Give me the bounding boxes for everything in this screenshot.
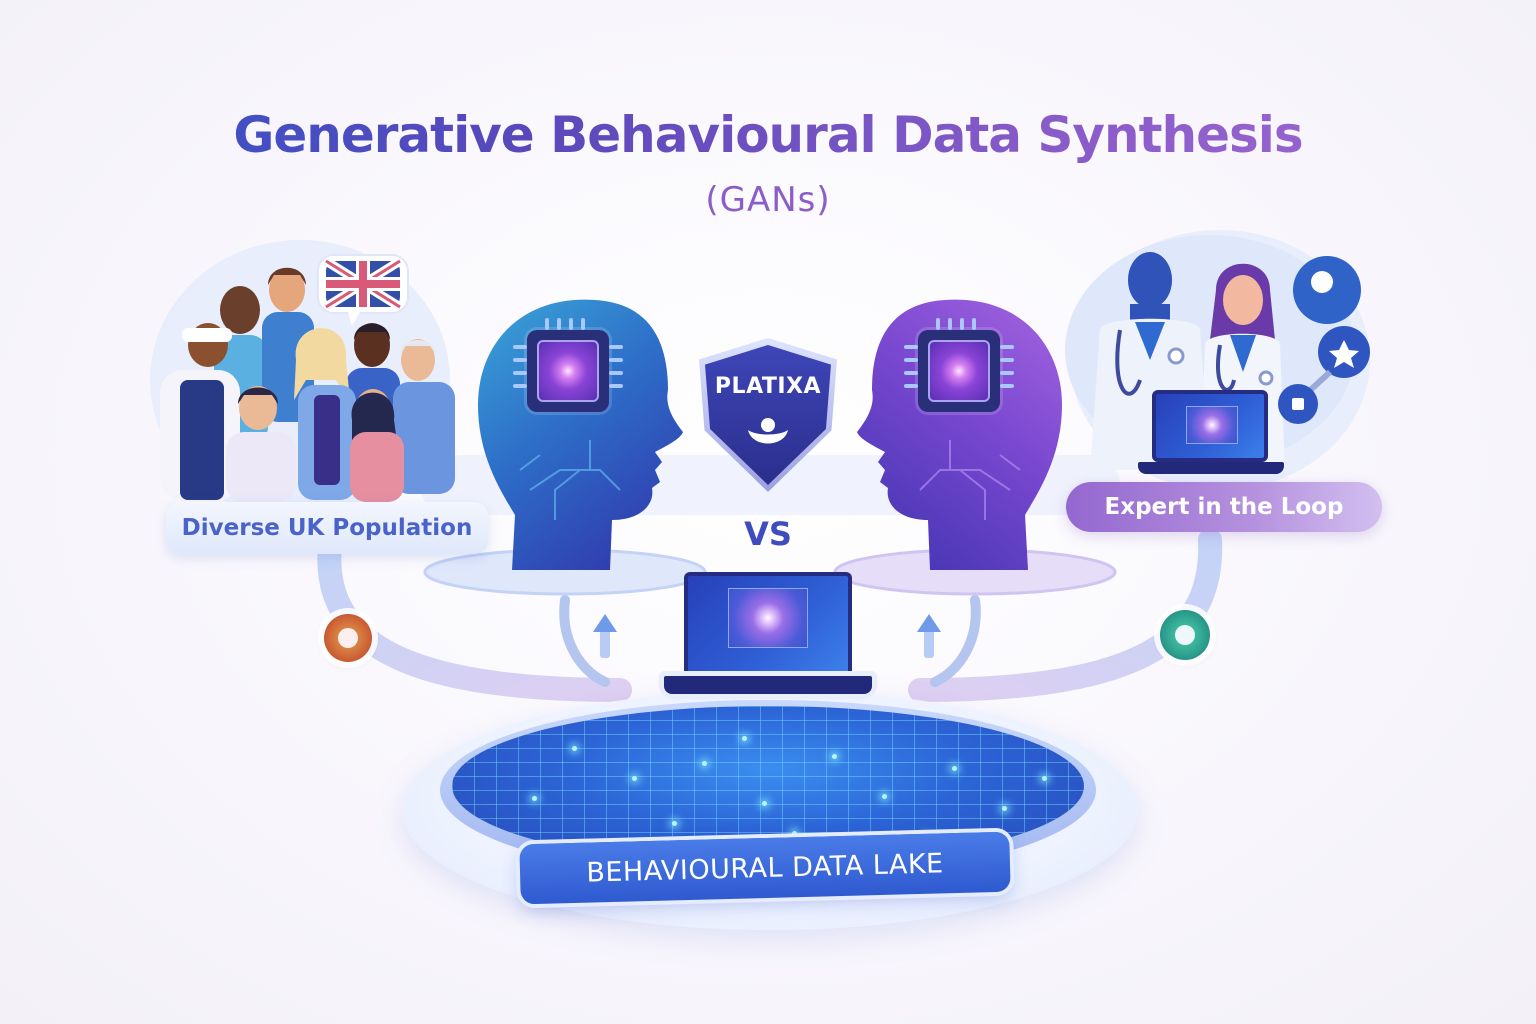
- versus-label: VS: [744, 515, 792, 553]
- diverse-uk-population-label: Diverse UK Population: [166, 502, 488, 554]
- discriminator-chip-icon: [918, 330, 1000, 412]
- expert-laptop-base: [1138, 462, 1284, 474]
- page-title: Generative Behavioural Data Synthesis: [0, 106, 1536, 164]
- page-subtitle: (GANs): [705, 180, 831, 220]
- population-flow-node: [324, 614, 372, 662]
- expert-flow-node: [1160, 610, 1210, 660]
- behavioural-data-lake-label: BEHAVIOURAL DATA LAKE: [519, 831, 1011, 905]
- population-illustration: [160, 267, 455, 502]
- expert-laptop-icon: [1152, 390, 1268, 462]
- expert-in-the-loop-label: Expert in the Loop: [1066, 482, 1382, 532]
- central-laptop-icon: [684, 572, 852, 676]
- shield-label: PLATIXA: [714, 374, 822, 399]
- central-laptop-base: [664, 676, 872, 694]
- generator-chip-icon: [527, 330, 609, 412]
- uk-flag-icon: [317, 254, 409, 326]
- discriminator-head-icon: [857, 299, 1062, 570]
